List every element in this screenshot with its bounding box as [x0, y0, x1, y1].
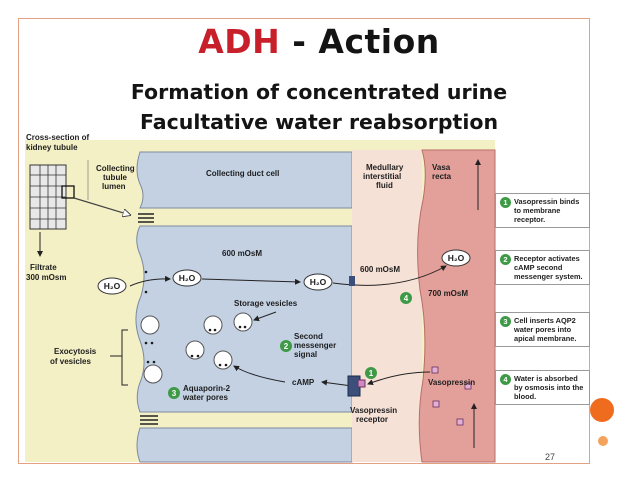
- interstitial-label-3: fluid: [376, 181, 393, 190]
- badge-step-2: 2: [280, 340, 292, 352]
- tubule-lumen-label-1: Collecting: [96, 164, 135, 173]
- collecting-duct-cell-top: [136, 151, 353, 209]
- step-number-2: 2: [500, 254, 511, 265]
- vasa-recta-label-1: Vasa: [432, 163, 451, 172]
- collecting-duct-cell-bottom: [136, 427, 353, 463]
- camp-arrow: [233, 365, 286, 383]
- slide-title: ADH - Action: [0, 22, 638, 61]
- interstitial-label-2: interstitial: [363, 172, 401, 181]
- kidney-tubule-cross-section: [29, 164, 75, 230]
- step-text-3: Cell inserts AQP2 water pores into apica…: [514, 316, 577, 343]
- aquaporin-dots: [144, 270, 247, 367]
- vasopressin-arrow: [367, 371, 431, 386]
- decorative-circle-small: [598, 436, 608, 446]
- h2o-cell: [172, 269, 202, 287]
- osm-600-interstitial: 600 mOsM: [360, 265, 400, 274]
- tubule-lumen-label-2: tubule: [103, 173, 128, 182]
- vasa-recta: [417, 149, 496, 463]
- aqp2-channel: [349, 276, 355, 286]
- step-box-3: 3 Cell inserts AQP2 water pores into api…: [495, 312, 590, 347]
- badge-step-4: 4: [400, 292, 412, 304]
- svg-text:2: 2: [284, 342, 289, 351]
- medullary-interstitial-fluid: [352, 150, 422, 462]
- second-messenger-label-1: Second: [294, 332, 323, 341]
- subtitle-concentrated-urine: Formation of concentrated urine: [130, 80, 508, 104]
- tubule-lumen-label-3: lumen: [102, 182, 126, 191]
- step-number-3: 3: [500, 316, 511, 327]
- water-flow-arrow-2: [201, 278, 301, 285]
- step-number-1: 1: [500, 197, 511, 208]
- receptor-to-camp-arrow: [321, 379, 353, 387]
- vasopressin-receptor-label-2: receptor: [356, 415, 388, 424]
- h2o-vasa-recta-label: H₂O: [448, 253, 465, 263]
- storage-vesicle-arrow: [253, 311, 277, 322]
- h2o-interstitial-label: H₂O: [310, 277, 327, 287]
- page-number: 27: [545, 452, 556, 462]
- decorative-circle: [590, 398, 614, 422]
- filtrate-label-1: Filtrate: [30, 263, 57, 272]
- aquaporin-label-1: Aquaporin-2: [183, 384, 231, 393]
- title-action: - Action: [292, 22, 440, 61]
- h2o-lumen: [97, 277, 127, 295]
- interstitial-label-1: Medullary: [366, 163, 404, 172]
- camp-label: cAMP: [292, 378, 315, 387]
- title-adh: ADH: [198, 22, 281, 61]
- exocytosis-label-2: of vesicles: [50, 357, 91, 366]
- h2o-cell-label: H₂O: [179, 273, 196, 283]
- aquaporin-label-2: water pores: [182, 393, 228, 402]
- zoom-arrow: [73, 197, 130, 215]
- h2o-interstitial: [303, 273, 333, 291]
- step-text-4: Water is absorbed by osmosis into the bl…: [514, 374, 584, 401]
- subtitle-water-reabsorption: Facultative water reabsorption: [139, 110, 499, 134]
- exocytosis-label-1: Exocytosis: [54, 347, 97, 356]
- second-messenger-label-2: messenger: [294, 341, 336, 350]
- tight-junction-bottom: [140, 415, 158, 425]
- step-box-1: 1 Vasopressin binds to membrane receptor…: [495, 193, 590, 228]
- step-text-2: Receptor activates cAMP second messenger…: [514, 254, 583, 281]
- badge-step-3: 3: [168, 387, 180, 399]
- vasopressin-molecules: [431, 366, 472, 426]
- vasopressin-receptor-label-1: Vasopressin: [350, 406, 397, 415]
- cross-section-label-1: Cross-section of: [26, 133, 89, 142]
- svg-text:4: 4: [404, 294, 409, 303]
- second-messenger-label-3: signal: [294, 350, 317, 359]
- osm-700: 700 mOsM: [428, 289, 468, 298]
- water-flow-arrow-1: [129, 275, 171, 287]
- exocytosis-bracket: [121, 329, 128, 386]
- step-box-2: 2 Receptor activates cAMP second messeng…: [495, 250, 590, 285]
- cross-section-label-2: kidney tubule: [26, 143, 78, 152]
- duct-cell-label: Collecting duct cell: [206, 169, 279, 178]
- osm-600-cell: 600 mOsM: [222, 249, 262, 258]
- tight-junction-top: [138, 213, 154, 223]
- step-box-4: 4 Water is absorbed by osmosis into the …: [495, 370, 590, 405]
- svg-text:1: 1: [369, 369, 374, 378]
- bound-vasopressin: [357, 379, 366, 388]
- storage-vesicles-label: Storage vesicles: [234, 299, 298, 308]
- vasa-recta-label-2: recta: [432, 172, 452, 181]
- vasopressin-label: Vasopressin: [428, 378, 475, 387]
- svg-text:3: 3: [172, 389, 177, 398]
- h2o-lumen-label: H₂O: [104, 281, 121, 291]
- h2o-vasa-recta: [441, 249, 471, 267]
- storage-vesicles: [140, 312, 253, 384]
- badge-step-1: 1: [365, 367, 377, 379]
- water-flow-arrow-3: [332, 265, 447, 286]
- step-text-1: Vasopressin binds to membrane receptor.: [514, 197, 580, 224]
- filtrate-label-2: 300 mOsm: [26, 273, 66, 282]
- step-number-4: 4: [500, 374, 511, 385]
- slide-border: [18, 18, 590, 464]
